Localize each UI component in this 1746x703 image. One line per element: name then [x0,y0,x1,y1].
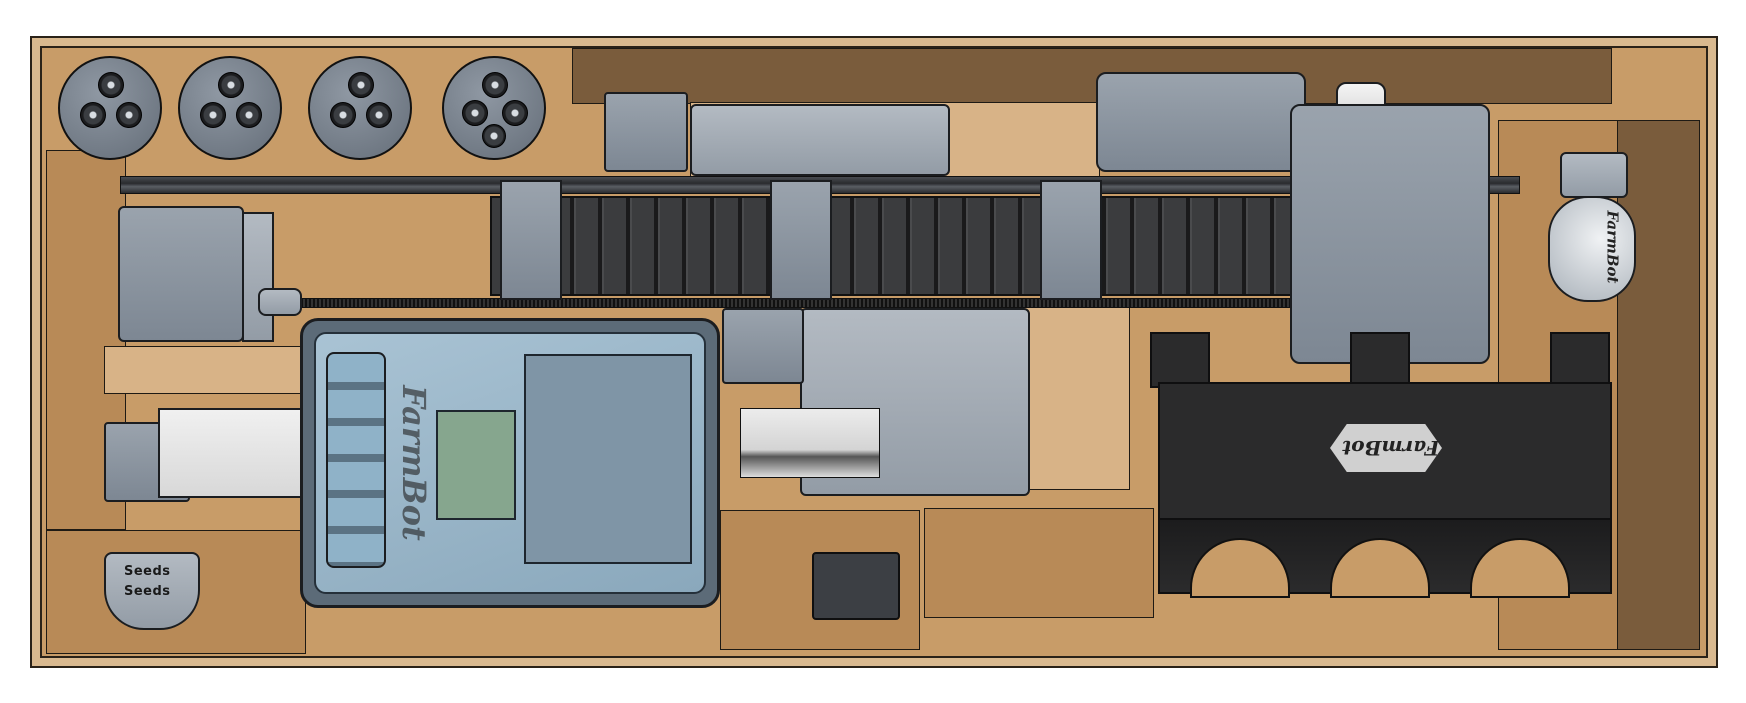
tool-rack: FarmBot [1158,382,1612,522]
tool-slot-3 [1470,538,1570,598]
carrier-bracket-3 [1040,180,1102,300]
stepper-motor-z [722,308,804,384]
seed-bin-label-bottom: Seeds [124,584,171,599]
stepper-motor-left [118,206,244,342]
seed-bin: Seeds Seeds [104,552,200,630]
seeder-tip-2 [178,56,282,160]
raspberry-pi [436,410,516,520]
motor-bracket-left [242,212,274,342]
toolbay-bracket-right [1550,332,1610,388]
tool-rack-logo-badge [1330,424,1442,472]
cross-slide-plate-top [690,104,950,176]
seeder-tip-3 [308,56,412,160]
seeder-tip-1 [58,56,162,160]
utm-body: FarmBot [1548,196,1636,302]
motor-extrusion-spare [158,408,302,498]
tool-rack-logo: FarmBot [1342,436,1440,460]
tool-slot-2 [1330,538,1430,598]
y-axis-plate [1290,104,1490,364]
stepper-motor-top [604,92,688,172]
electronics-lid-logo: FarmBot [394,385,433,541]
shaft-coupler [258,288,302,316]
utm-mount [1560,152,1628,198]
z-extrusion [740,408,880,478]
toolbay-bracket-middle [1350,332,1410,388]
utm-logo: FarmBot [1603,210,1622,284]
tool-slot-1 [1190,538,1290,598]
seed-bin-label-top: Seeds [124,564,171,579]
seed-tray [812,552,900,620]
tool-rack-slots [1158,518,1612,598]
carrier-bracket-2 [770,180,832,300]
vacuum-pump [1096,72,1306,172]
insert-left-shelf [104,346,304,394]
insert-top-right-area [572,48,1612,104]
insert-bottom-block [924,508,1154,618]
toolbay-bracket-left [1150,332,1210,388]
seeder-tip-4 [442,56,546,160]
insert-right-wall [1616,120,1700,650]
carrier-bracket-1 [500,180,562,300]
cable-glands [326,352,386,568]
farmduino-board [524,354,692,564]
